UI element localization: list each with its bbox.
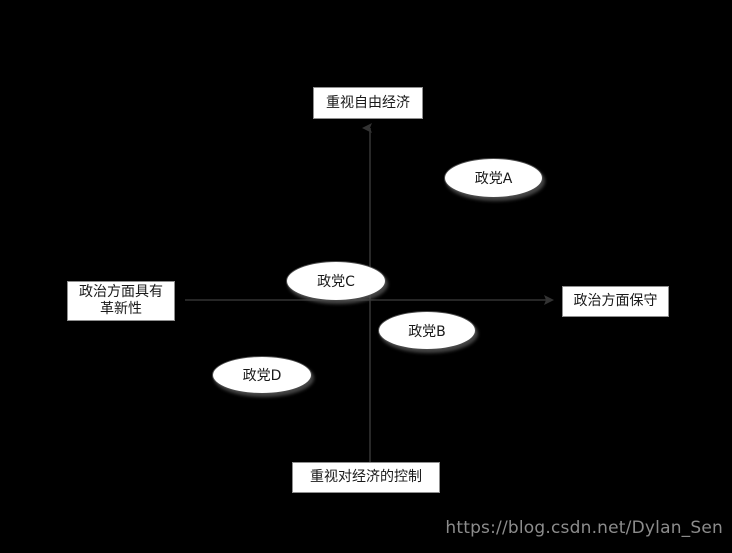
node-party-d[interactable]: 政党D: [212, 356, 312, 394]
node-party-a[interactable]: 政党A: [444, 158, 543, 198]
node-party-b[interactable]: 政党B: [378, 311, 476, 350]
axis-label-top: 重视自由经济: [313, 87, 423, 119]
watermark-text: https://blog.csdn.net/Dylan_Sen: [445, 518, 723, 538]
axis-label-right: 政治方面保守: [562, 286, 669, 317]
axis-label-bottom: 重视对经济的控制: [292, 462, 440, 493]
node-party-c[interactable]: 政党C: [286, 261, 386, 301]
axis-label-left: 政治方面具有 革新性: [67, 281, 175, 321]
